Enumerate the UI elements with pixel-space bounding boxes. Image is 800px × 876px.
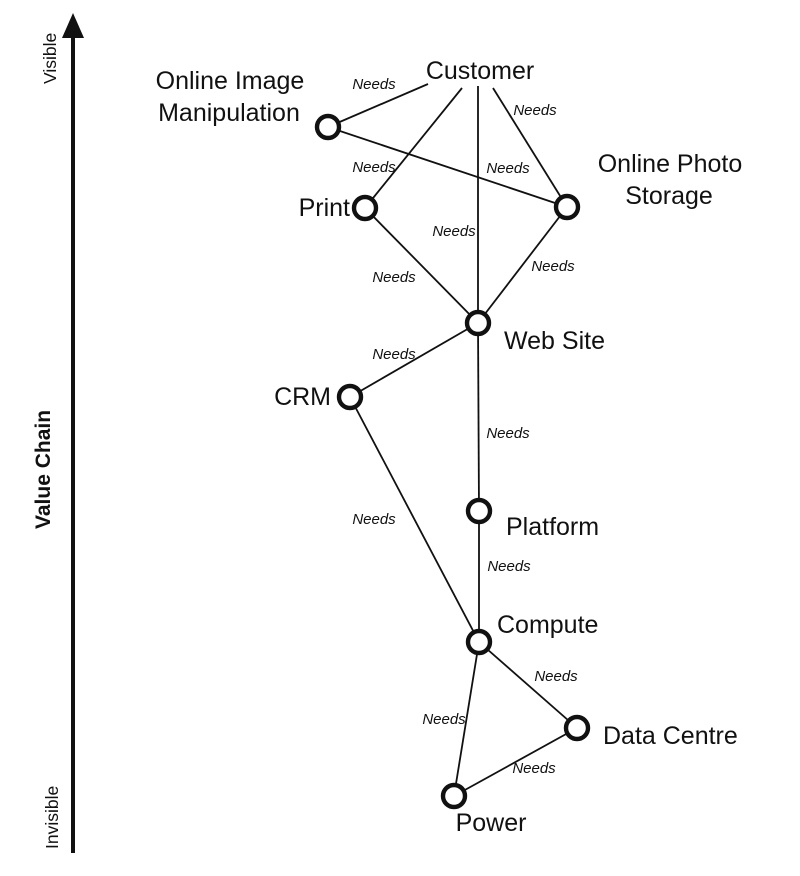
edge-print-web-site [364,207,479,324]
node-label-web-site: Web Site [504,327,605,355]
edge-customer-online-image-manipulation [327,83,429,128]
edge-label-online-photo-storage-web-site: Needs [531,258,575,275]
edge-power-data-centre [453,727,578,797]
edge-label-power-data-centre: Needs [512,760,556,777]
edge-customer-online-photo-storage [492,87,568,208]
node-label-compute: Compute [497,611,598,639]
edge-label-platform-compute: Needs [487,558,531,575]
edge-web-site-crm [349,322,479,398]
node-label-platform: Platform [506,513,599,541]
edge-web-site-platform [477,322,480,512]
edge-online-photo-storage-web-site [477,206,568,324]
edge-label-customer-print: Needs [352,159,396,176]
edge-customer-print [364,87,463,209]
node-label-crm: CRM [274,383,331,411]
nodes-layer [314,113,591,810]
edge-label-web-site-crm: Needs [372,346,416,363]
edge-crm-compute [349,396,480,643]
node-online-photo-storage [553,193,581,221]
node-online-image-manipulation [314,113,342,141]
edge-label-web-site-platform: Needs [486,425,530,442]
node-label-customer: Customer [426,57,534,85]
node-platform [465,497,493,525]
edge-label-compute-power: Needs [422,711,466,728]
node-crm [336,383,364,411]
edges-layer [327,83,578,797]
node-label-online-photo-storage: Storage [625,182,713,210]
edge-label-online-image-manipulation-online-photo-storage: Needs [486,160,530,177]
node-label-print: Print [299,194,350,222]
node-compute [465,628,493,656]
value-chain-axis: Visible Value Chain Invisible [32,13,84,853]
edge-label-customer-web-site: Needs [432,223,476,240]
axis-title: Value Chain [32,410,55,529]
node-power [440,782,468,810]
edge-labels-layer: NeedsNeedsNeedsNeedsNeedsNeedsNeedsNeeds… [352,76,578,777]
edge-label-customer-online-image-manipulation: Needs [352,76,396,93]
edge-label-customer-online-photo-storage: Needs [513,102,557,119]
edge-label-print-web-site: Needs [372,269,416,286]
edge-compute-power [453,641,480,797]
axis-label-visible: Visible [40,33,60,84]
node-web-site [464,309,492,337]
axis-arrowhead-icon [62,13,84,38]
node-label-online-image-manipulation: Online Image [156,67,305,95]
edge-online-image-manipulation-online-photo-storage [327,126,568,208]
node-data-centre [563,714,591,742]
edge-label-compute-data-centre: Needs [534,668,578,685]
edge-label-crm-compute: Needs [352,511,396,528]
node-label-data-centre: Data Centre [603,722,738,750]
node-label-online-image-manipulation: Manipulation [158,99,300,127]
node-label-power: Power [456,809,527,837]
axis-label-invisible: Invisible [42,786,62,849]
node-label-online-photo-storage: Online Photo [598,150,743,178]
node-print [351,194,379,222]
edge-compute-data-centre [478,641,578,729]
